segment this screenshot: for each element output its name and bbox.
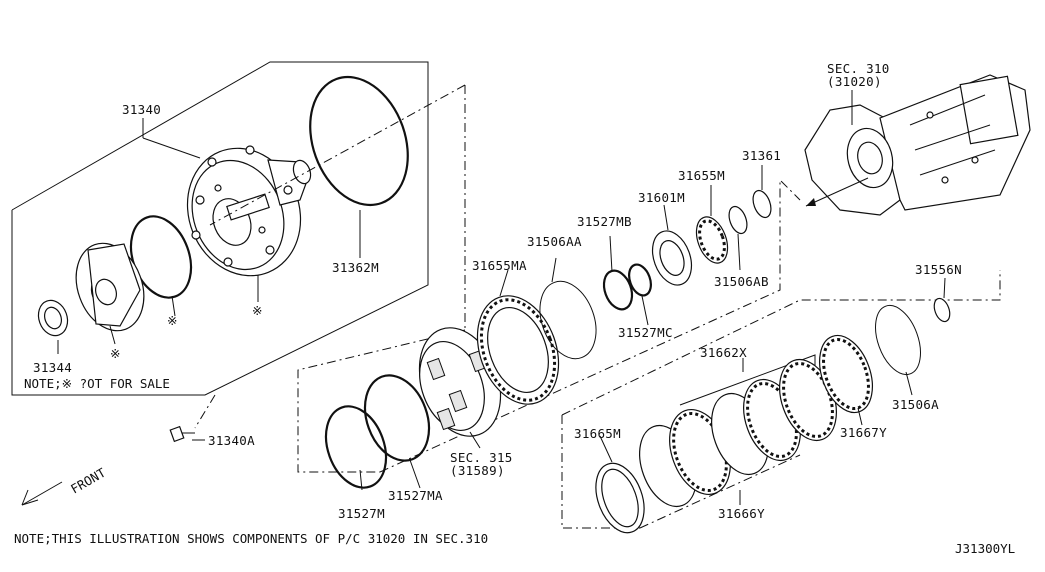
spring-31655M <box>695 216 729 264</box>
part-label: (31589) <box>450 463 505 478</box>
part-label: 31655M <box>678 168 725 183</box>
middle-group-frame <box>209 84 801 473</box>
part-label: SEC. 315 <box>450 450 513 465</box>
front-arrow: FRONT <box>21 465 108 506</box>
oil-pump-group-box <box>11 61 429 396</box>
part-label: 31527MC <box>618 325 673 340</box>
part-label: (31020) <box>827 74 882 89</box>
ring-31556N <box>933 297 951 323</box>
seal-ring-31527MB <box>602 269 634 311</box>
transmission-case-sec310 <box>804 74 1031 216</box>
asterisk-mark: ※ <box>110 346 120 361</box>
piston-31655MA <box>476 295 560 405</box>
retainer-31601M <box>651 230 693 286</box>
part-label: 31361 <box>742 148 781 163</box>
part-label: 31667Y <box>840 425 887 440</box>
part-label: 31506A <box>892 397 939 412</box>
illustration-note: NOTE;THIS ILLUSTRATION SHOWS COMPONENTS … <box>14 531 488 546</box>
oil-pump-assembly <box>186 145 312 277</box>
seal-ring-31527MC <box>628 263 652 297</box>
clutch-pack-31666Y <box>639 358 837 508</box>
part-label: 31506AA <box>527 234 582 249</box>
part-label: 31340 <box>122 102 161 117</box>
part-label: 31556N <box>915 262 962 277</box>
part-label: SEC. 310 <box>827 61 890 76</box>
plate-31665M <box>595 462 645 534</box>
pump-cover <box>75 242 145 332</box>
part-label: 31527MA <box>388 488 443 503</box>
o-ring-31362M <box>309 75 409 207</box>
part-label: 31601M <box>638 190 685 205</box>
part-label: 31527M <box>338 506 385 521</box>
part-label: 31665M <box>574 426 621 441</box>
not-for-sale-note: NOTE;※ ?OT FOR SALE <box>24 376 170 391</box>
part-label: 31527MB <box>577 214 632 229</box>
snap-ring-31506AB <box>728 205 748 235</box>
oil-seal-31344 <box>37 299 69 337</box>
part-label: 31662X <box>700 345 747 360</box>
part-label: 31666Y <box>718 506 765 521</box>
part-label: 31344 <box>33 360 72 375</box>
bolt-31340A <box>169 394 216 443</box>
snap-ring-31506AA <box>539 280 597 360</box>
snap-ring-31506A <box>875 304 921 376</box>
seal-ring-31527MA <box>363 374 431 462</box>
part-label: 31340A <box>208 433 255 448</box>
clutch-drum-sec315 <box>418 327 502 437</box>
plate-31667Y <box>819 334 873 414</box>
ring-31361 <box>752 189 772 219</box>
seal-ring-31527M <box>324 405 388 489</box>
front-label: FRONT <box>68 465 108 497</box>
asterisk-mark: ※ <box>252 303 262 318</box>
part-label: 31655MA <box>472 258 527 273</box>
part-label: 31362M <box>332 260 379 275</box>
asterisk-mark: ※ <box>167 313 177 328</box>
part-label: 31506AB <box>714 274 769 289</box>
diagram-id: J31300YL <box>955 541 1015 556</box>
